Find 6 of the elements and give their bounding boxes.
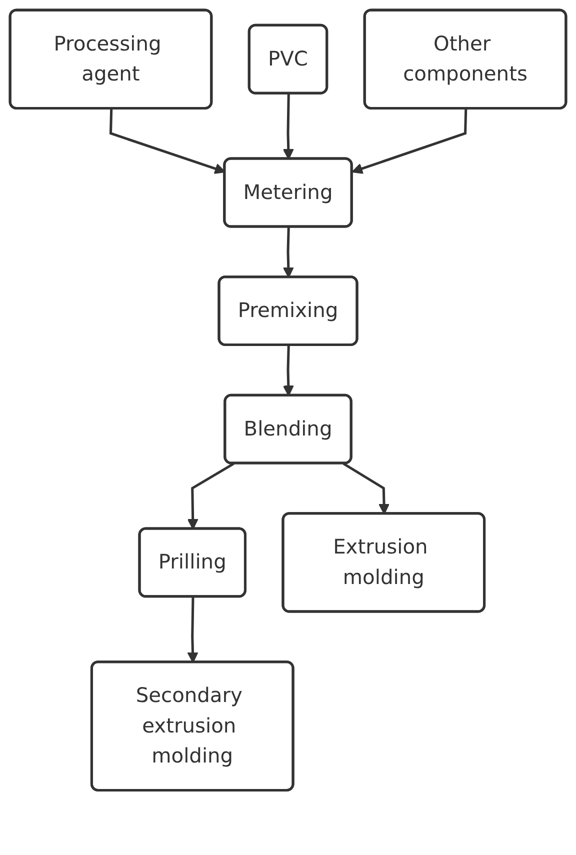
arrow	[282, 94, 294, 160]
arrow	[352, 108, 468, 174]
arrow	[187, 597, 198, 663]
arrow	[282, 345, 294, 396]
arrow	[282, 227, 294, 278]
arrow	[342, 462, 390, 514]
